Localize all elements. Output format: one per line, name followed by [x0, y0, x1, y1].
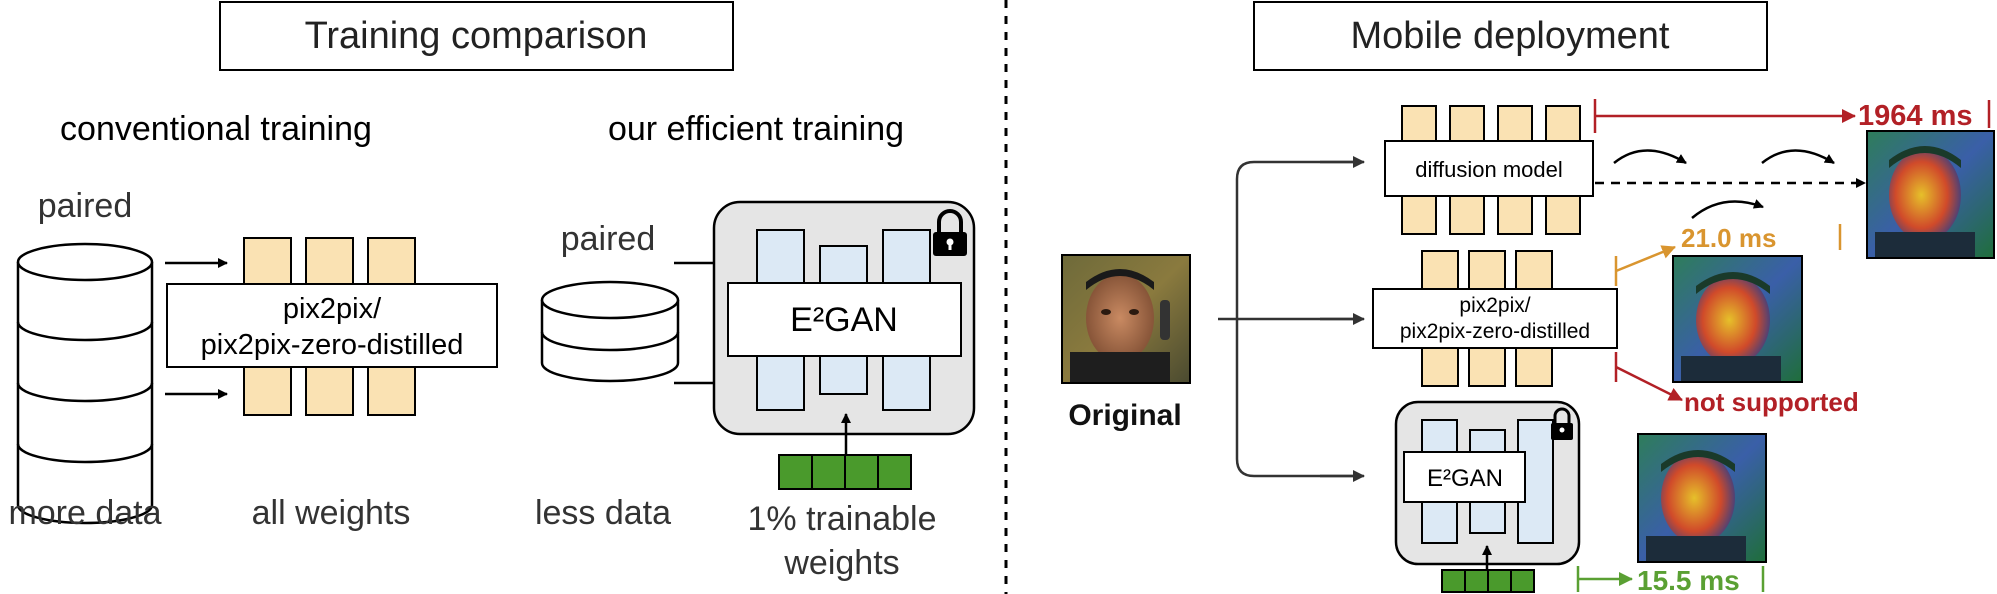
pix2pix-latency-arrow: [1615, 245, 1676, 273]
e2gan-latency-value: 15.5 ms: [1637, 565, 1740, 594]
left-title-box: [219, 1, 734, 71]
conventional-weight-blocks: [243, 237, 416, 416]
diffusion-step-arrow-1: [1613, 149, 1687, 165]
right-panel-title: Mobile deployment: [1351, 15, 1670, 57]
efficient-heading: our efficient training: [608, 110, 904, 148]
original-caption: Original: [1068, 399, 1181, 432]
large-database-icon: [16, 242, 154, 525]
diffusion-model-label: diffusion model: [1415, 157, 1563, 182]
diffusion-output-photo: [1866, 130, 1995, 259]
efficient-model-label: E²GAN: [790, 301, 898, 339]
mobile-model-box: [1403, 451, 1526, 503]
pix2pix-latency-value: 21.0 ms: [1681, 223, 1776, 253]
original-photo: [1061, 254, 1191, 384]
small-database-icon: [540, 280, 680, 383]
mobile-model-label: E²GAN: [1427, 465, 1503, 492]
mobile-lock-icon: [1551, 407, 1573, 440]
conventional-model-label-line1: pix2pix/: [283, 293, 382, 325]
pix2pix-label-line2: pix2pix-zero-distilled: [1400, 320, 1590, 343]
branch-connector: [1218, 160, 1362, 478]
lock-icon: [933, 209, 967, 256]
diffusion-step-arrow-3: [1691, 199, 1764, 219]
e2gan-output-photo: [1637, 433, 1767, 563]
conventional-paired-label: paired: [38, 187, 133, 225]
pix2pix-model-box: [1372, 288, 1618, 349]
efficient-model-box: [727, 282, 962, 357]
trainable-caption-line2: weights: [783, 544, 899, 582]
right-title-box: [1253, 1, 1768, 71]
diffusion-model-box: [1384, 140, 1594, 197]
all-weights-caption: all weights: [252, 494, 411, 532]
conventional-model-label-line2: pix2pix-zero-distilled: [201, 329, 464, 361]
trainable-weights-strip: [778, 454, 912, 490]
diffusion-step-arrow-2: [1761, 149, 1835, 165]
diffusion-latency-value: 1964 ms: [1858, 100, 1973, 132]
mobile-trainable-strip: [1441, 569, 1535, 593]
efficient-paired-label: paired: [561, 220, 656, 258]
pix2pix-output-photo: [1672, 255, 1803, 383]
conventional-heading: conventional training: [60, 110, 372, 148]
right-panel: Mobile deployment Original: [1061, 1, 1995, 594]
left-panel-title: Training comparison: [305, 15, 648, 57]
pix2pix-label-line1: pix2pix/: [1459, 294, 1530, 317]
unsupported-arrow: [1615, 365, 1683, 402]
left-panel: Training comparison conventional trainin…: [8, 1, 976, 582]
more-data-caption: more data: [8, 494, 161, 532]
trainable-caption-line1: 1% trainable: [747, 500, 936, 538]
unsupported-label: not supported: [1684, 387, 1859, 417]
less-data-caption: less data: [535, 494, 671, 532]
conventional-model-box: [166, 283, 498, 368]
